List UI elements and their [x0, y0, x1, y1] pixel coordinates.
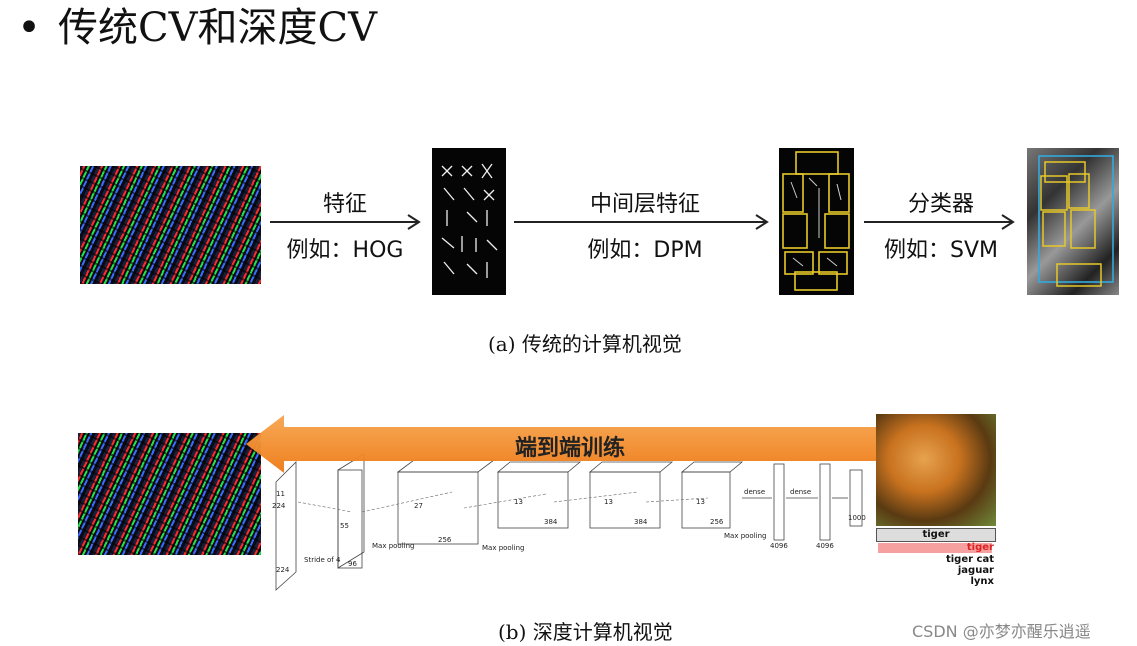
- caption-deep: (b) 深度计算机视觉: [498, 620, 673, 644]
- arrow-3: [864, 214, 1015, 230]
- end-to-end-arrow: [246, 415, 892, 473]
- stage-label-midlevel: 中间层特征: [589, 192, 700, 217]
- cnn-fc3: [849, 469, 863, 527]
- cnn-label-input2: 224: [276, 566, 290, 574]
- arrow-1: [270, 214, 421, 230]
- cnn-conv5: [681, 471, 731, 529]
- dpm-part-boxes: [782, 151, 850, 291]
- cnn-label-c4d: 384: [634, 518, 648, 526]
- stage-example-hog: 例如：HOG: [286, 238, 404, 263]
- cnn-label-input: 224: [272, 502, 286, 510]
- cnn-input-slab: [275, 461, 297, 591]
- cnn-label-c3: 13: [514, 498, 523, 506]
- hog-glyphs: [441, 163, 498, 278]
- cnn-label-c3d: 384: [544, 518, 558, 526]
- title-text: 传统CV和深度CV: [58, 5, 377, 51]
- caption-traditional: (a) 传统的计算机视觉: [488, 332, 682, 356]
- tiger-image: [876, 414, 996, 526]
- cnn-fc1: [773, 463, 785, 541]
- cnn-label-c1d: 96: [348, 560, 357, 568]
- cnn-label-dense2: dense: [790, 488, 811, 496]
- cnn-conv4: [589, 471, 661, 529]
- bullet: •: [17, 5, 41, 51]
- cnn-label-stride: Stride of 4: [304, 556, 341, 564]
- stage-label-classifier: 分类器: [907, 192, 974, 217]
- input-image-traditional: [80, 166, 261, 284]
- cnn-label-c5: 13: [696, 498, 705, 506]
- cnn-label-pool3: Max pooling: [724, 532, 766, 540]
- cnn-label-fc3: 1000: [848, 514, 866, 522]
- detection-result-image: [1027, 148, 1119, 295]
- cnn-label-fc2: 4096: [816, 542, 834, 550]
- detection-boxes: [1038, 155, 1114, 287]
- arrow-2: [514, 214, 769, 230]
- cnn-conv2: [397, 471, 479, 545]
- csdn-watermark: CSDN @亦梦亦醒乐逍遥: [912, 622, 1091, 641]
- prediction-top-label: tiger: [876, 528, 996, 542]
- prediction-bar: [878, 543, 992, 553]
- input-image-deep: [78, 433, 261, 555]
- cnn-label-c2: 27: [414, 502, 423, 510]
- cnn-label-pool2: Max pooling: [482, 544, 524, 552]
- hog-feature-image: [432, 148, 506, 295]
- cnn-fc2: [819, 463, 831, 541]
- cnn-label-pool1: Max pooling: [372, 542, 414, 550]
- cnn-architecture-diagram: 224 224 11 Stride of 4 55 96 Max pooling…: [272, 453, 866, 591]
- stage-label-feature: 特征: [322, 192, 367, 217]
- cnn-conv3: [497, 471, 569, 529]
- prediction-4: lynx: [970, 576, 994, 587]
- dpm-feature-image: [779, 148, 854, 295]
- prediction-3: jaguar: [957, 565, 994, 576]
- cnn-label-c5d: 256: [710, 518, 724, 526]
- prediction-2: tiger cat: [945, 554, 994, 565]
- cnn-label-dense1: dense: [744, 488, 765, 496]
- cnn-label-fc1: 4096: [770, 542, 788, 550]
- stage-example-svm: 例如：SVM: [884, 238, 998, 263]
- end-to-end-label: 端到端训练: [514, 436, 625, 461]
- cnn-label-c4: 13: [604, 498, 613, 506]
- stage-example-dpm: 例如：DPM: [587, 238, 703, 263]
- cnn-label-c1: 55: [340, 522, 349, 530]
- cnn-label-kernel: 11: [276, 490, 285, 498]
- prediction-panel: tiger tiger tiger cat jaguar lynx: [876, 526, 996, 590]
- cnn-label-c2d: 256: [438, 536, 452, 544]
- slide-title: • 传统CV和深度CV: [0, 2, 377, 54]
- prediction-1: tiger: [966, 542, 994, 553]
